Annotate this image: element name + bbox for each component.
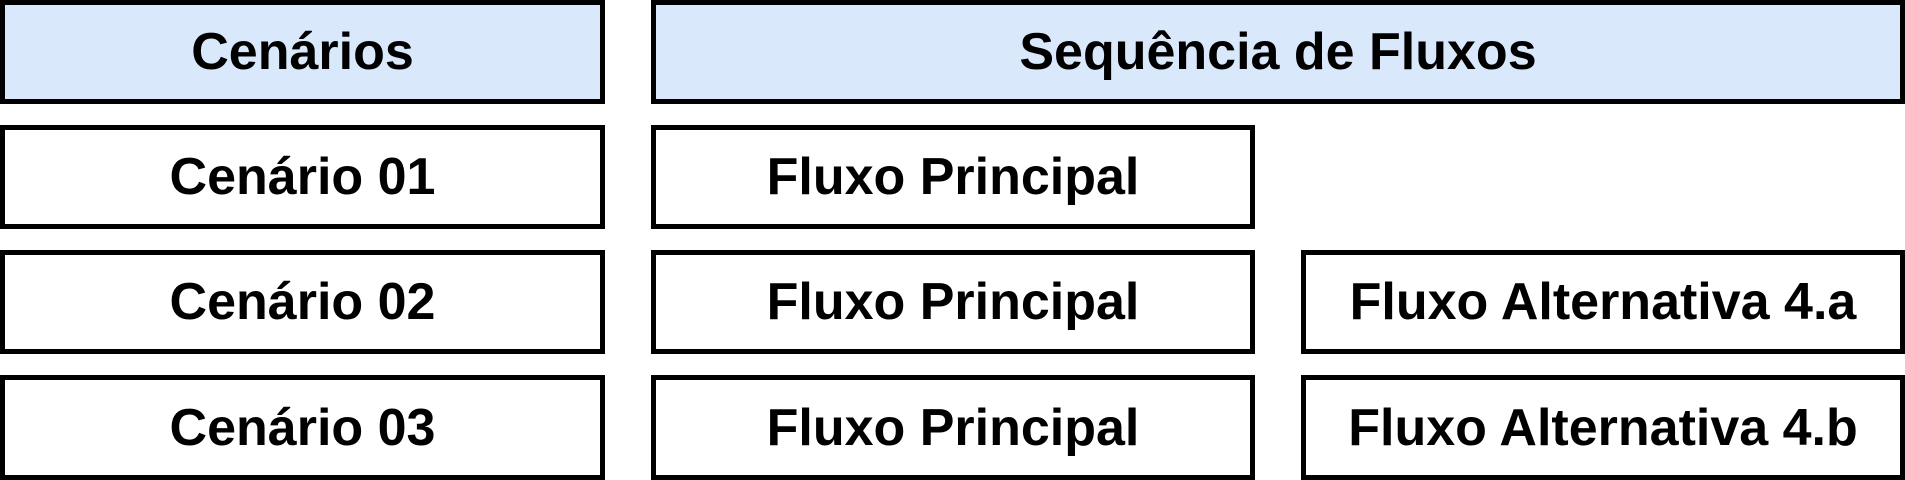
alt-flow-cell-02: Fluxo Alternativa 4.a <box>1301 250 1905 354</box>
alt-flow-cell-03: Fluxo Alternativa 4.b <box>1301 375 1905 480</box>
scenario-label: Cenário 02 <box>169 273 436 331</box>
scenario-cell-01: Cenário 01 <box>0 125 605 229</box>
main-flow-label: Fluxo Principal <box>766 398 1140 457</box>
main-flow-label: Fluxo Principal <box>766 273 1140 331</box>
main-flow-cell-01: Fluxo Principal <box>651 125 1255 229</box>
flows-header-label: Sequência de Fluxos <box>1019 23 1537 81</box>
flows-header: Sequência de Fluxos <box>651 0 1905 104</box>
scenario-cell-03: Cenário 03 <box>0 375 605 480</box>
alt-flow-label: Fluxo Alternativa 4.b <box>1348 398 1858 457</box>
main-flow-cell-03: Fluxo Principal <box>651 375 1255 480</box>
scenario-label: Cenário 03 <box>169 398 436 457</box>
main-flow-label: Fluxo Principal <box>766 148 1140 206</box>
scenarios-header-label: Cenários <box>191 23 414 81</box>
scenarios-header: Cenários <box>0 0 605 104</box>
main-flow-cell-02: Fluxo Principal <box>651 250 1255 354</box>
scenario-label: Cenário 01 <box>169 148 436 206</box>
scenario-cell-02: Cenário 02 <box>0 250 605 354</box>
alt-flow-label: Fluxo Alternativa 4.a <box>1349 273 1857 331</box>
